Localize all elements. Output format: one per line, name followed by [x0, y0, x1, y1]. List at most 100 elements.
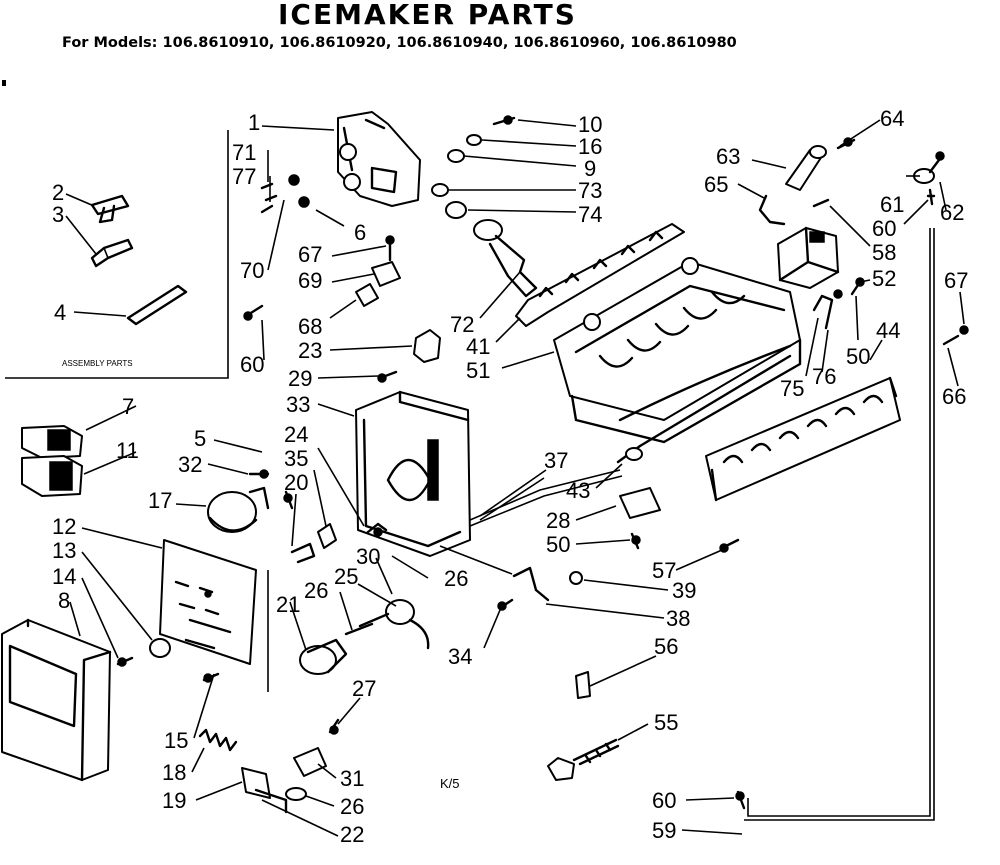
- part-15-screw: [202, 672, 220, 683]
- inset-caption: ASSEMBLY PARTS: [62, 359, 133, 368]
- part-51-ice-mold: [553, 257, 802, 444]
- label-31: 31: [340, 766, 364, 791]
- leader-lines: [65, 119, 965, 837]
- part-28-bracket: [619, 487, 661, 519]
- part-41-stripper: [515, 223, 685, 327]
- part-16-washer: [466, 134, 482, 146]
- label-50-lower: 50: [546, 532, 570, 557]
- label-26-lower: 26: [340, 794, 364, 819]
- part-24-lever: [290, 542, 316, 564]
- part-60-screw-bottom: [735, 790, 746, 810]
- label-73: 73: [578, 178, 602, 203]
- label-52: 52: [872, 266, 896, 291]
- part-56-plug: [575, 671, 591, 699]
- part-57-screw: [719, 538, 740, 553]
- label-30: 30: [356, 544, 380, 569]
- part-2-fitting: [90, 194, 130, 224]
- label-2: 2: [52, 180, 64, 205]
- part-25-gear: [358, 599, 430, 650]
- label-56: 56: [654, 634, 678, 659]
- part-67-69-68-parts: [355, 235, 401, 307]
- part-10-screw: [492, 115, 516, 126]
- part-58-clip: [812, 198, 830, 208]
- part-50-screw-lower: [630, 532, 641, 550]
- page-title: ICEMAKER PARTS: [278, 0, 577, 31]
- part-66-67-screws-right: [942, 325, 969, 346]
- label-39: 39: [672, 578, 696, 603]
- label-4: 4: [54, 300, 66, 325]
- label-58: 58: [872, 240, 896, 265]
- label-3: 3: [52, 202, 64, 227]
- part-9-bushing: [447, 149, 465, 163]
- label-16: 16: [578, 134, 602, 159]
- model-numbers: For Models: 106.8610910, 106.8610920, 10…: [62, 35, 737, 51]
- label-34: 34: [448, 644, 472, 669]
- label-1: 1: [248, 110, 260, 135]
- label-13: 13: [52, 538, 76, 563]
- label-22: 22: [340, 822, 364, 847]
- part-21-gear-motor: [299, 638, 348, 675]
- part-3-connector: [90, 238, 134, 268]
- label-5: 5: [194, 426, 206, 451]
- label-8: 8: [58, 588, 70, 613]
- part-75-clip: [812, 294, 834, 330]
- label-26-mid: 26: [444, 566, 468, 591]
- part-52-thermostat: [777, 226, 840, 289]
- part-23-switch: [413, 329, 441, 363]
- part-1-mounting-plate: [337, 111, 421, 207]
- label-66: 66: [942, 384, 966, 409]
- part-74-ring: [445, 201, 467, 219]
- label-32: 32: [178, 452, 202, 477]
- label-24: 24: [284, 422, 308, 447]
- part-34-screw: [497, 598, 514, 611]
- label-23: 23: [298, 338, 322, 363]
- label-65: 65: [704, 172, 728, 197]
- label-62: 62: [940, 200, 964, 225]
- label-68: 68: [298, 314, 322, 339]
- label-43: 43: [566, 478, 590, 503]
- label-33: 33: [286, 392, 310, 417]
- part-12-timer-board: [159, 539, 257, 665]
- part-30-switch: [366, 522, 388, 537]
- label-74: 74: [578, 202, 602, 227]
- part-33-control-housing: [355, 390, 471, 557]
- part-18-spring: [198, 728, 238, 752]
- label-9: 9: [584, 156, 596, 181]
- part-6-nut: [298, 196, 310, 208]
- part-59-shutoff-arm: [744, 228, 935, 821]
- label-60-bottom: 60: [652, 788, 676, 813]
- part-7-terminal-block: [21, 425, 83, 459]
- part-26-pin: [344, 622, 374, 636]
- part-76-screw: [833, 289, 843, 299]
- label-57: 57: [652, 558, 676, 583]
- label-17: 17: [148, 488, 172, 513]
- label-44: 44: [876, 318, 900, 343]
- part-65-tube: [758, 194, 786, 226]
- label-75: 75: [780, 376, 804, 401]
- label-38: 38: [666, 606, 690, 631]
- part-22-plate: [254, 788, 288, 814]
- label-28: 28: [546, 508, 570, 533]
- label-72: 72: [450, 312, 474, 337]
- part-13-knob: [149, 638, 171, 658]
- part-44-cover: [705, 376, 901, 502]
- part-32-screw: [248, 469, 270, 479]
- label-77: 77: [232, 164, 256, 189]
- label-25: 25: [334, 564, 358, 589]
- part-20-screw: [283, 490, 294, 510]
- label-35: 35: [284, 446, 308, 471]
- part-14-screw: [116, 656, 134, 667]
- label-63: 63: [716, 144, 740, 169]
- label-26-gear: 26: [304, 578, 328, 603]
- label-10: 10: [578, 112, 602, 137]
- part-37-wire-harness: [469, 469, 623, 527]
- label-41: 41: [466, 334, 490, 359]
- label-59: 59: [652, 818, 676, 843]
- part-39-nut: [569, 571, 583, 585]
- label-64: 64: [880, 106, 904, 131]
- inset-border: [5, 130, 229, 379]
- label-61: 61: [880, 192, 904, 217]
- label-60-right: 60: [872, 216, 896, 241]
- label-20: 20: [284, 470, 308, 495]
